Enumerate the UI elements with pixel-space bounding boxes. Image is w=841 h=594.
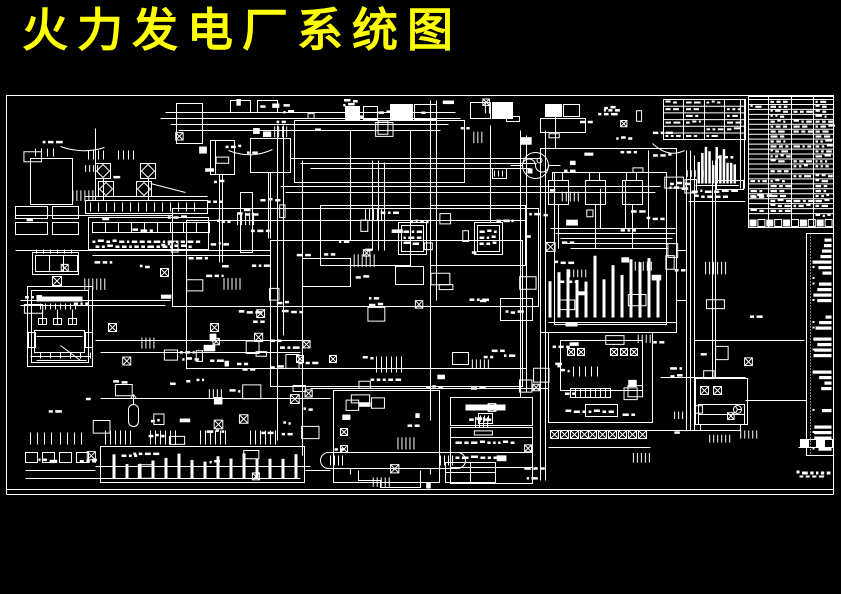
page-title: 火力发电厂系统图 <box>22 3 462 57</box>
plant-schematic <box>16 99 807 489</box>
materials-legend-table <box>749 97 835 228</box>
parts-list-table <box>799 234 834 456</box>
stamp-text <box>796 470 831 478</box>
generator-symbol <box>493 153 561 179</box>
equipment-grid-table <box>664 100 746 140</box>
bar-chart-cluster <box>689 146 746 202</box>
